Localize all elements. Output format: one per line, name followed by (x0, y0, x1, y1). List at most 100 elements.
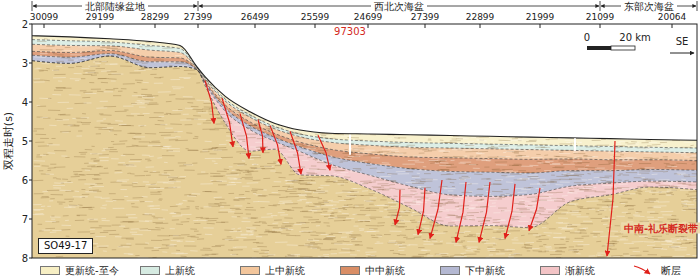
seismic-reflection (567, 157, 573, 158)
seismic-reflection (311, 222, 320, 223)
seismic-reflection (492, 191, 503, 192)
seismic-reflection (359, 230, 364, 231)
seismic-reflection (378, 225, 385, 226)
seismic-reflection (491, 140, 494, 141)
seismic-reflection (69, 205, 77, 206)
seismic-reflection (193, 138, 198, 139)
seismic-reflection (649, 192, 662, 193)
seismic-reflection (508, 256, 514, 257)
seismic-reflection (603, 218, 615, 219)
seismic-reflection (344, 158, 351, 159)
seismic-reflection (369, 229, 373, 230)
seismic-reflection (174, 131, 183, 132)
seismic-reflection (92, 146, 95, 147)
seismic-reflection (203, 248, 211, 249)
seismic-reflection (678, 183, 686, 184)
seismic-reflection (53, 77, 66, 78)
seismic-reflection (246, 207, 253, 208)
seismic-reflection (252, 188, 264, 189)
seismic-reflection (643, 179, 655, 180)
seismic-reflection (556, 184, 564, 185)
seismic-reflection (318, 202, 329, 203)
seismic-reflection (432, 230, 438, 231)
seismic-reflection (619, 184, 628, 185)
seismic-reflection (287, 256, 298, 257)
seismic-reflection (104, 106, 116, 107)
seismic-reflection (354, 204, 364, 205)
seismic-reflection (218, 205, 230, 206)
seismic-reflection (607, 171, 612, 172)
seismic-reflection (682, 203, 687, 204)
seismic-reflection (94, 161, 100, 162)
seismic-reflection (202, 191, 211, 192)
seismic-reflection (86, 174, 99, 175)
seismic-reflection (460, 162, 471, 163)
seismic-reflection (109, 78, 117, 79)
seismic-reflection (242, 141, 245, 142)
seismic-reflection (173, 187, 180, 188)
seismic-reflection (465, 151, 478, 152)
seismic-reflection (661, 244, 671, 245)
seismic-reflection (400, 235, 406, 236)
seismic-reflection (381, 153, 384, 154)
seismic-reflection (113, 208, 125, 209)
seismic-reflection (175, 98, 183, 99)
seismic-reflection (453, 156, 464, 157)
seismic-reflection (408, 160, 419, 161)
seismic-reflection (293, 224, 301, 225)
seismic-reflection (553, 237, 566, 238)
seismic-reflection (100, 101, 108, 102)
seismic-reflection (229, 166, 233, 167)
seismic-reflection (47, 206, 51, 207)
seismic-reflection (470, 205, 477, 206)
seismic-reflection (368, 256, 377, 257)
seismic-reflection (61, 182, 73, 183)
seismic-reflection (112, 49, 121, 50)
seismic-reflection (140, 125, 144, 126)
seismic-reflection (424, 136, 428, 137)
seismic-reflection (314, 204, 324, 205)
seismic-reflection (582, 236, 590, 237)
seismic-reflection (375, 243, 384, 244)
seismic-reflection (49, 125, 56, 126)
seismic-reflection (594, 177, 600, 178)
seismic-reflection (197, 220, 208, 221)
seismic-reflection (185, 108, 193, 109)
seismic-reflection (173, 238, 184, 239)
seismic-reflection (421, 250, 428, 251)
seismic-reflection (315, 134, 319, 135)
seismic-reflection (333, 182, 344, 183)
seismic-reflection (366, 254, 371, 255)
seismic-reflection (203, 122, 211, 123)
seismic-reflection (402, 194, 415, 195)
seismic-reflection (546, 249, 557, 250)
seismic-reflection (624, 243, 634, 244)
seismic-reflection (158, 199, 161, 200)
seismic-reflection (687, 239, 693, 240)
seismic-reflection (253, 180, 261, 181)
seismic-reflection (297, 200, 302, 201)
seismic-reflection (40, 155, 46, 156)
seismic-reflection (463, 246, 467, 247)
seismic-reflection (296, 222, 306, 223)
seismic-reflection (80, 154, 86, 155)
seismic-reflection (492, 202, 496, 203)
seismic-reflection (98, 129, 110, 130)
seismic-reflection (306, 202, 312, 203)
seismic-reflection (35, 142, 44, 143)
seismic-reflection (228, 193, 234, 194)
seismic-reflection (313, 192, 325, 193)
seismic-reflection (210, 180, 213, 181)
seismic-reflection (215, 199, 225, 200)
seismic-reflection (344, 149, 348, 150)
seismic-reflection (586, 213, 589, 214)
seismic-reflection (646, 140, 652, 141)
seismic-reflection (73, 196, 83, 197)
seismic-reflection (631, 141, 637, 142)
seismic-reflection (97, 245, 109, 246)
seismic-reflection (354, 156, 359, 157)
seismic-reflection (148, 145, 161, 146)
seismic-reflection (514, 203, 525, 204)
seismic-reflection (384, 209, 397, 210)
seismic-reflection (343, 209, 347, 210)
